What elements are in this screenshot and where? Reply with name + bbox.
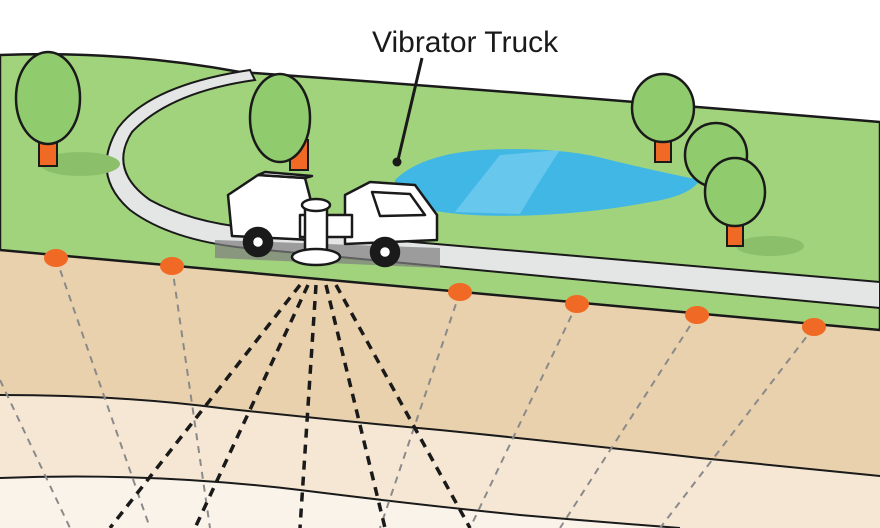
soil-bottom-layer [0,476,680,528]
tree-icon [248,72,312,171]
callout-line [396,57,424,161]
layer-boundary-1 [0,394,880,477]
callout-dot [392,157,402,167]
tree-icon [630,72,696,163]
tree-shadow [736,236,804,256]
vibrator-truck-label: Vibrator Truck [372,26,559,59]
source-wave-lines [108,283,472,528]
tree-icon [703,156,767,247]
layer-boundary-2 [0,475,681,528]
tree-icon [14,50,82,167]
tree-shadow [40,152,120,176]
geophone-icon [44,249,826,336]
soil-top-layer [0,250,880,476]
vibrator-truck-icon [226,170,439,268]
seismic-ray-lines [0,257,815,528]
pond-highlight [455,150,560,214]
